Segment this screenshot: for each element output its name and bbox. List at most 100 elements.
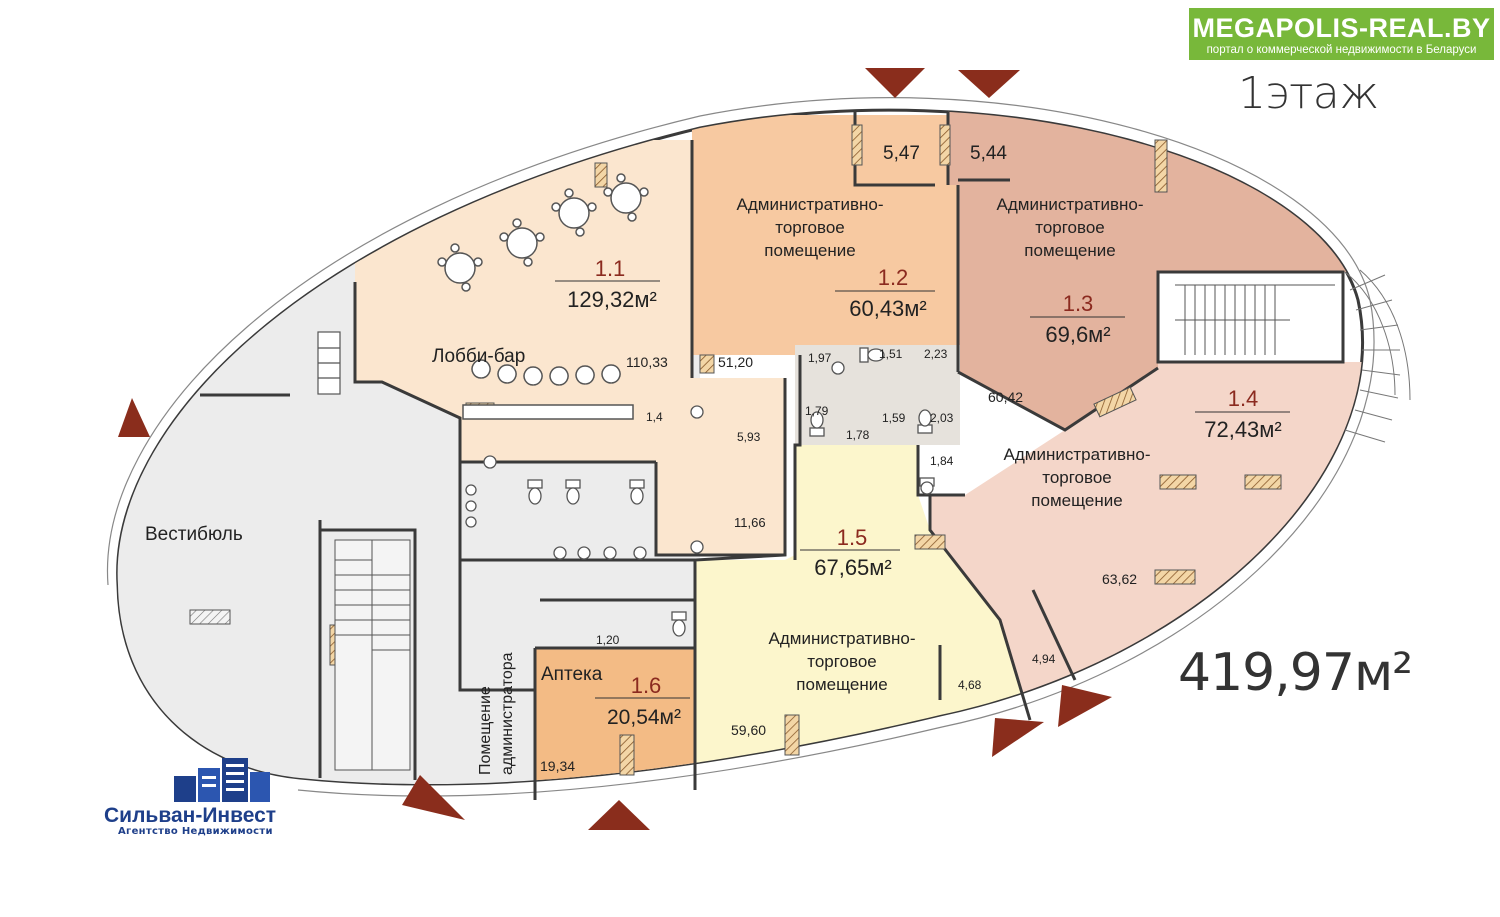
- bar-stools: [471, 359, 621, 386]
- admin-room-label-1: Помещение: [477, 686, 494, 775]
- facade-louvres: [1344, 269, 1411, 443]
- unit-1-5-description: Административно-торговое помещение: [769, 629, 916, 694]
- toilet-icon: [671, 611, 687, 637]
- toilet-fixtures: [465, 347, 935, 637]
- toilet-icon: [917, 409, 933, 434]
- room-area: 1,84: [930, 454, 954, 468]
- site-badge[interactable]: MEGAPOLIS-REAL.BY портал о коммерческой …: [1189, 8, 1494, 60]
- toilet-icon: [527, 479, 543, 505]
- unit-1-2-area: 60,43м²: [849, 296, 927, 321]
- stair-core-right: [1156, 270, 1345, 364]
- building-logo-icon: [174, 758, 270, 802]
- room-area: 4,68: [958, 678, 982, 692]
- pharmacy-label: Аптека: [541, 664, 603, 685]
- lobby-bar-label: Лобби-бар: [432, 346, 525, 367]
- description-line: торговое: [1035, 218, 1105, 237]
- unit-1-6-area: [535, 648, 695, 785]
- label-underlines: [555, 280, 1290, 699]
- room-area: 1,79: [805, 404, 829, 418]
- room-area: 1,20: [596, 633, 620, 647]
- unit-1-1-number: 1.1: [595, 256, 626, 281]
- unit-1-4-area: 72,43м²: [1204, 417, 1282, 442]
- description-line: помещение: [764, 241, 855, 260]
- toilet-icon: [629, 479, 645, 505]
- room-area: 2,03: [930, 411, 954, 425]
- unit-1-5-area: [695, 445, 1030, 785]
- room-area: 5,47: [883, 143, 920, 164]
- entrance-arrow-icon[interactable]: [865, 68, 925, 98]
- entrance-arrow-icon[interactable]: [588, 800, 650, 830]
- round-table-icon: [603, 173, 649, 222]
- toilet-icon: [809, 411, 825, 437]
- description-line: Административно-: [1004, 445, 1151, 464]
- room-area: 51,20: [718, 354, 753, 370]
- room-area-numbers: 5,47 5,44 110,33 51,20 1,97 1,51 2,23 1,…: [540, 143, 1137, 774]
- room-area: 59,60: [731, 722, 766, 738]
- entrance-arrow-icon[interactable]: [958, 70, 1020, 98]
- room-area: 2,23: [924, 347, 948, 361]
- cafe-tables: [437, 173, 649, 292]
- entrance-arrow-icon[interactable]: [118, 398, 150, 437]
- agency-subtitle: Агентство Недвижимости: [118, 826, 273, 837]
- columns: [189, 124, 1282, 776]
- unit-labels: 1.1 129,32м² 1.2 60,43м² 1.3 69,6м² 1.4 …: [567, 256, 1282, 729]
- site-name: MEGAPOLIS-REAL.BY: [1192, 13, 1491, 43]
- unit-1-3-area: 69,6м²: [1045, 322, 1110, 347]
- round-table-icon: [551, 188, 597, 237]
- room-area: 60,42: [988, 389, 1023, 405]
- unit-1-1-annex: [656, 462, 785, 555]
- unit-1-6-area: 20,54м²: [607, 706, 681, 729]
- description-line: Административно-: [737, 195, 884, 214]
- toilet-icon: [565, 479, 581, 505]
- site-tagline: портал о коммерческой недвижимости в Бел…: [1206, 44, 1477, 56]
- description-line: торговое: [807, 652, 877, 671]
- unit-1-6-number: 1.6: [631, 673, 662, 698]
- unit-1-4-number: 1.4: [1228, 386, 1259, 411]
- description-line: торговое: [775, 218, 845, 237]
- unit-1-2-description: Административно-торговое помещение: [737, 195, 884, 260]
- round-table-icon: [437, 243, 483, 292]
- unit-1-4-description: Административно-торговое помещение: [1004, 445, 1151, 510]
- outer-glazing: [106, 97, 1375, 797]
- vestibule-label: Вестибюль: [145, 524, 243, 545]
- toilet-icon: [919, 477, 935, 495]
- room-area: 1,51: [879, 347, 903, 361]
- unit-1-2-area: [692, 115, 958, 372]
- room-area: 63,62: [1102, 571, 1137, 587]
- description-line: Административно-: [997, 195, 1144, 214]
- room-names: Лобби-бар Вестибюль Аптека Помещение адм…: [145, 346, 603, 775]
- room-area: 1,4: [646, 410, 663, 424]
- entrance-arrow-icon[interactable]: [402, 775, 465, 820]
- entrance-arrow-icon[interactable]: [992, 718, 1044, 757]
- room-area: 1,59: [882, 411, 906, 425]
- unit-1-2-number: 1.2: [878, 265, 909, 290]
- toilet-icon: [859, 347, 885, 363]
- description-line: торговое: [1042, 468, 1112, 487]
- admin-room-label-2: администратора: [499, 652, 516, 775]
- room-area: 4,94: [1032, 652, 1056, 666]
- unit-1-5-area: 67,65м²: [814, 555, 892, 580]
- entrances: [118, 68, 1112, 830]
- room-area: 110,33: [626, 354, 668, 370]
- round-table-icon: [499, 218, 545, 267]
- unit-1-3-description: Административно-торговое помещение: [997, 195, 1144, 260]
- bar-counter: [462, 404, 634, 420]
- total-area: 419,97м²: [1178, 643, 1413, 703]
- description-line: Административно-: [769, 629, 916, 648]
- room-area: 1,78: [846, 428, 870, 442]
- floor-label: 1этаж: [1238, 68, 1379, 119]
- unit-1-3-number: 1.3: [1063, 291, 1094, 316]
- description-line: помещение: [1031, 491, 1122, 510]
- agency-name: Сильван-Инвест: [104, 804, 277, 827]
- unit-1-5-number: 1.5: [837, 525, 868, 550]
- room-area: 11,66: [734, 515, 766, 530]
- unit-descriptions: Административно-торговое помещение Админи…: [737, 195, 1151, 694]
- unit-1-1-area: 129,32м²: [567, 287, 657, 312]
- room-area: 1,97: [808, 351, 832, 365]
- description-line: помещение: [1024, 241, 1115, 260]
- description-line: помещение: [796, 675, 887, 694]
- room-area: 19,34: [540, 758, 575, 774]
- entrance-arrow-icon[interactable]: [1058, 685, 1112, 727]
- unit-1-1-annex2: [692, 378, 785, 462]
